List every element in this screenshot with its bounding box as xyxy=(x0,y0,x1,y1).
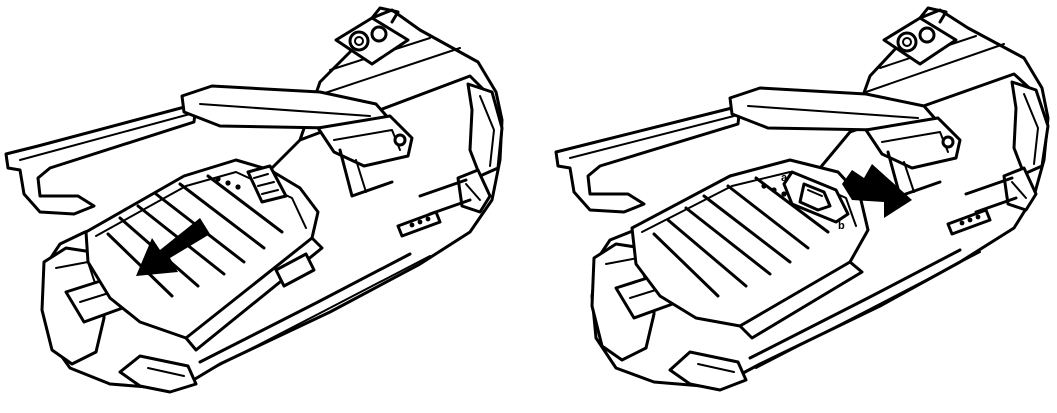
arrow-down-left-icon xyxy=(136,218,210,276)
figure-remove-battery-cover xyxy=(4,6,504,394)
arrow-up-right-icon xyxy=(842,164,912,218)
figure-insert-battery-cover: a b xyxy=(554,6,1050,392)
lock-symbol-left: a xyxy=(781,172,788,184)
lock-symbol-right: b xyxy=(838,220,845,232)
hand-strap xyxy=(4,84,414,216)
hand-strap xyxy=(554,86,962,214)
battery-cover xyxy=(84,158,324,352)
lock-slider: a b xyxy=(781,170,850,232)
